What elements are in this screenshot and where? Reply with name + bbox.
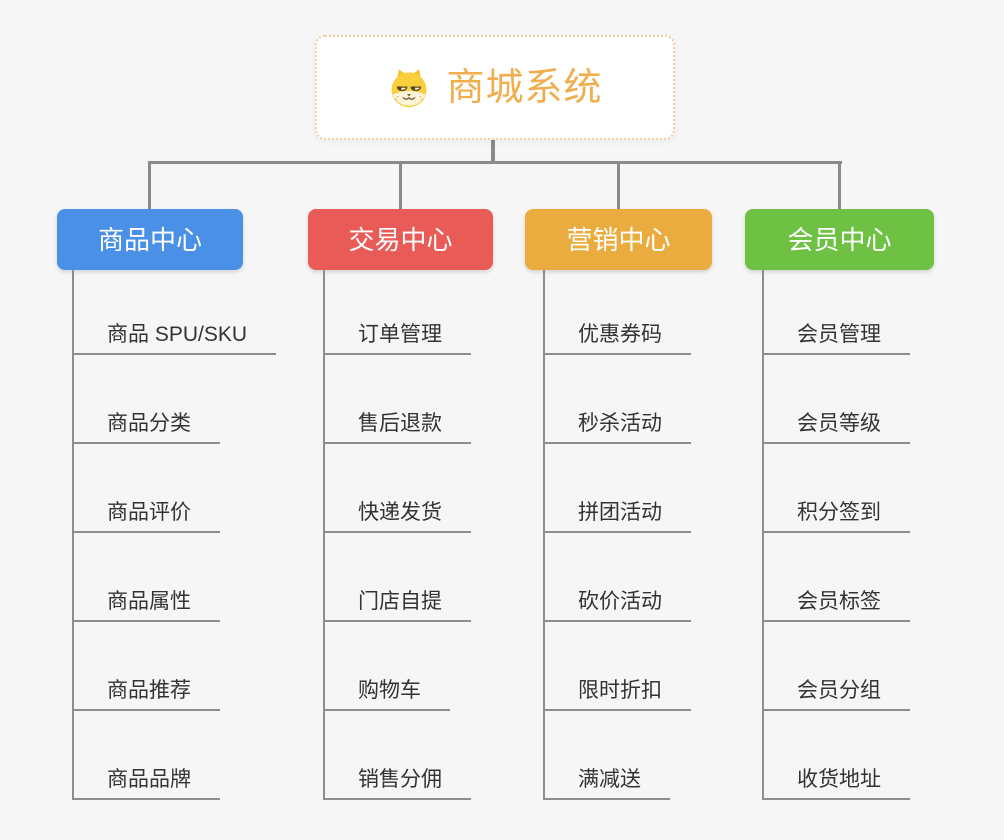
leaf-node[interactable]: 限时折扣 bbox=[545, 679, 691, 711]
root-node[interactable]: 商城系统 bbox=[315, 35, 675, 140]
connector-drop-4 bbox=[838, 161, 841, 210]
leaf-node[interactable]: 商品品牌 bbox=[74, 768, 220, 800]
root-title: 商城系统 bbox=[446, 66, 603, 109]
branch-column-member: 会员管理 会员等级 积分签到 会员标签 会员分组 收货地址 bbox=[762, 270, 910, 800]
leaf-node[interactable]: 满减送 bbox=[545, 768, 670, 800]
shiba-dog-face-icon bbox=[387, 66, 431, 110]
leaf-node[interactable]: 商品 SPU/SKU bbox=[74, 323, 277, 355]
leaf-node[interactable]: 购物车 bbox=[325, 679, 450, 711]
branch-column-product: 商品 SPU/SKU 商品分类 商品评价 商品属性 商品推荐 商品品牌 bbox=[72, 270, 277, 800]
leaf-node[interactable]: 订单管理 bbox=[325, 323, 471, 355]
leaf-node[interactable]: 积分签到 bbox=[764, 501, 910, 533]
connector-drop-3 bbox=[617, 161, 620, 210]
connector-drop-1 bbox=[148, 161, 151, 210]
leaf-node[interactable]: 售后退款 bbox=[325, 412, 471, 444]
leaf-node[interactable]: 拼团活动 bbox=[545, 501, 691, 533]
leaf-node[interactable]: 收货地址 bbox=[764, 768, 910, 800]
leaf-node[interactable]: 秒杀活动 bbox=[545, 412, 691, 444]
leaf-node[interactable]: 商品评价 bbox=[74, 501, 220, 533]
branch-node-marketing-center[interactable]: 营销中心 bbox=[525, 209, 712, 270]
leaf-node[interactable]: 商品分类 bbox=[74, 412, 220, 444]
leaf-node[interactable]: 砍价活动 bbox=[545, 590, 691, 622]
branch-column-trade: 订单管理 售后退款 快递发货 门店自提 购物车 销售分佣 bbox=[323, 270, 471, 800]
leaf-node[interactable]: 门店自提 bbox=[325, 590, 471, 622]
branch-column-marketing: 优惠券码 秒杀活动 拼团活动 砍价活动 限时折扣 满减送 bbox=[543, 270, 691, 800]
leaf-node[interactable]: 快递发货 bbox=[325, 501, 471, 533]
leaf-node[interactable]: 会员管理 bbox=[764, 323, 910, 355]
leaf-node[interactable]: 会员分组 bbox=[764, 679, 910, 711]
leaf-node[interactable]: 商品属性 bbox=[74, 590, 220, 622]
connector-root-stub bbox=[491, 138, 495, 163]
leaf-node[interactable]: 商品推荐 bbox=[74, 679, 220, 711]
connector-horizontal bbox=[148, 161, 842, 164]
leaf-node[interactable]: 销售分佣 bbox=[325, 768, 471, 800]
leaf-node[interactable]: 会员等级 bbox=[764, 412, 910, 444]
branch-node-member-center[interactable]: 会员中心 bbox=[745, 209, 934, 270]
leaf-node[interactable]: 优惠券码 bbox=[545, 323, 691, 355]
leaf-node[interactable]: 会员标签 bbox=[764, 590, 910, 622]
branch-node-trade-center[interactable]: 交易中心 bbox=[308, 209, 493, 270]
connector-drop-2 bbox=[399, 161, 402, 210]
branch-node-product-center[interactable]: 商品中心 bbox=[57, 209, 243, 270]
